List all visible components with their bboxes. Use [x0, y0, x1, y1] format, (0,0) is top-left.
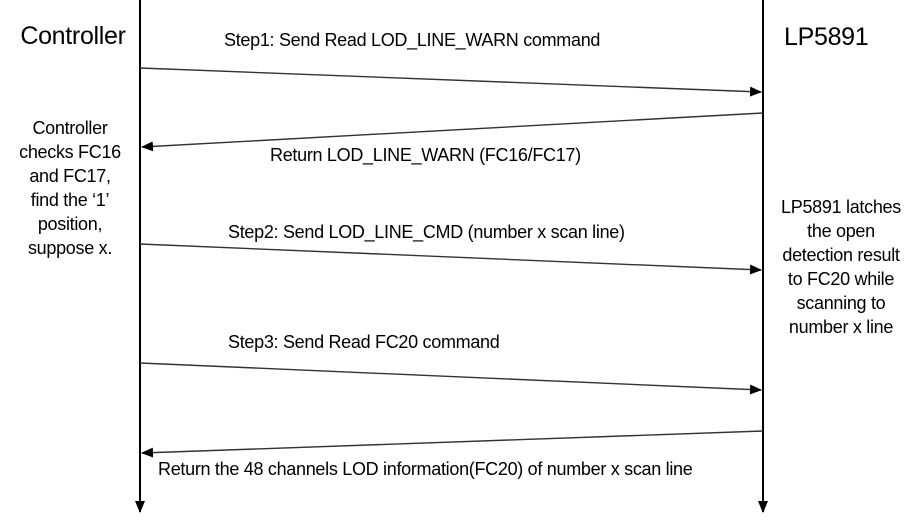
- note-line: Controller: [32, 118, 108, 138]
- actor-title-controller: Controller: [20, 22, 126, 50]
- note-lp5891: LP5891 latches the open detection result…: [763, 195, 919, 339]
- note-line: number x line: [788, 317, 894, 337]
- message-arrow-return-fc20: [141, 430, 764, 458]
- note-line: the open: [807, 221, 875, 241]
- note-line: scanning to: [796, 293, 886, 313]
- message-label-return-lod-line-warn: Return LOD_LINE_WARN (FC16/FC17): [270, 145, 581, 165]
- note-line: suppose x.: [27, 238, 113, 258]
- message-label-step3: Step3: Send Read FC20 command: [228, 332, 500, 352]
- note-line: to FC20 while: [787, 269, 895, 289]
- note-line: checks FC16: [19, 142, 121, 162]
- message-arrow-step3: [139, 362, 762, 395]
- note-line: find the ‘1’: [30, 190, 110, 210]
- message-arrow-step2: [139, 243, 762, 275]
- note-line: position,: [37, 214, 103, 234]
- note-controller: Controller checks FC16 and FC17, find th…: [0, 116, 140, 260]
- message-arrow-return-lod-line-warn: [141, 112, 764, 152]
- message-label-step2: Step2: Send LOD_LINE_CMD (number x scan …: [228, 222, 625, 242]
- note-line: and FC17,: [29, 166, 111, 186]
- message-label-step1: Step1: Send Read LOD_LINE_WARN command: [224, 30, 601, 50]
- message-label-return-fc20: Return the 48 channels LOD information(F…: [158, 459, 693, 479]
- message-arrow-step1: [139, 67, 762, 97]
- note-line: LP5891 latches: [781, 197, 901, 217]
- note-line: detection result: [782, 245, 900, 265]
- actor-title-lp5891: LP5891: [784, 23, 869, 51]
